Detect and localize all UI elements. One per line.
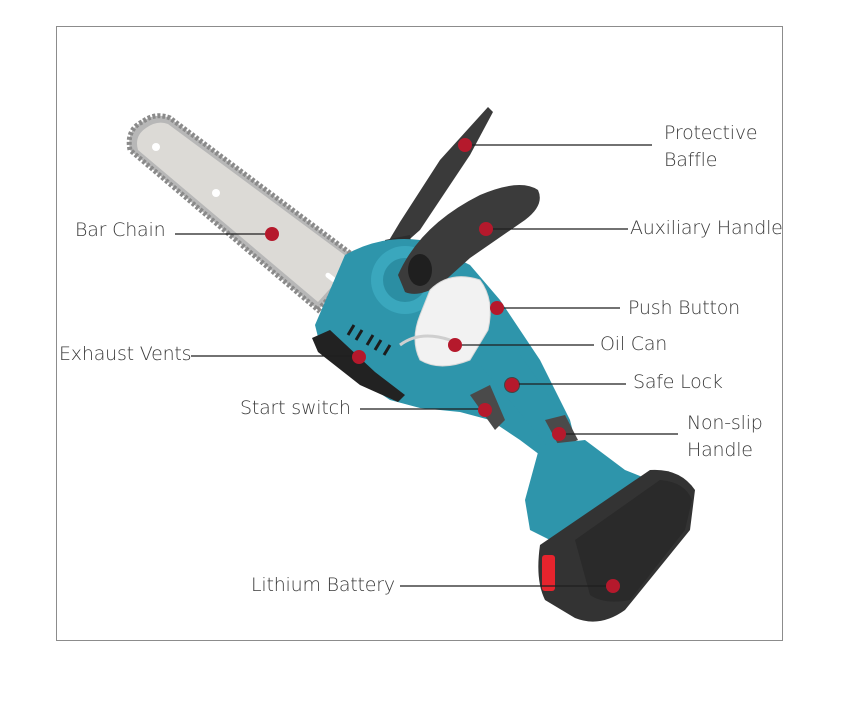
- dot-safe-lock: [505, 378, 519, 392]
- label-auxiliary-handle: Auxiliary Handle: [630, 217, 783, 239]
- label-safe-lock: Safe Lock: [633, 371, 723, 393]
- dot-lithium-battery: [606, 579, 620, 593]
- label-non-slip-handle: Non-slip Handle: [687, 412, 763, 461]
- label-start-switch: Start switch: [240, 397, 351, 419]
- dot-auxiliary-handle: [479, 222, 493, 236]
- dot-push-button: [490, 301, 504, 315]
- dot-protective-baffle: [458, 138, 472, 152]
- dot-start-switch: [478, 403, 492, 417]
- label-lithium-battery: Lithium Battery: [251, 574, 395, 596]
- dot-exhaust-vents: [352, 350, 366, 364]
- label-oil-can: Oil Can: [600, 333, 668, 355]
- label-protective-baffle: Protective Baffle: [664, 122, 758, 171]
- label-push-button: Push Button: [628, 297, 740, 319]
- bar-chain-graphic: [126, 113, 366, 314]
- dot-non-slip-handle: [552, 427, 566, 441]
- dot-oil-can: [448, 338, 462, 352]
- dot-bar-chain: [265, 227, 279, 241]
- label-bar-chain: Bar Chain: [75, 219, 166, 241]
- label-exhaust-vents: Exhaust Vents: [59, 343, 192, 365]
